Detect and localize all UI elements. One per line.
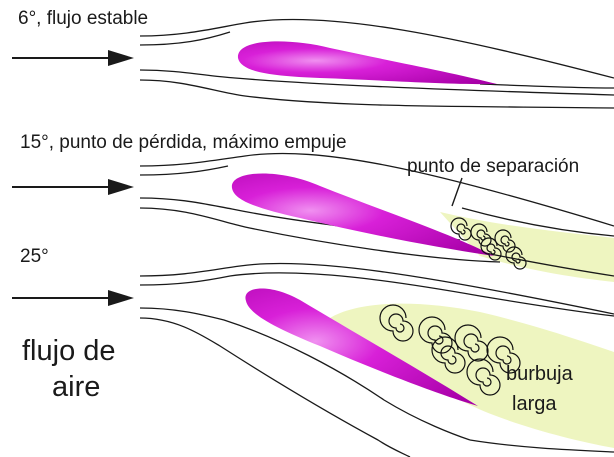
panel-6-degrees: 6°, flujo estable — [12, 8, 614, 108]
flow-label-line2: aire — [52, 371, 100, 403]
arrow-right-icon — [12, 50, 134, 66]
separation-point-label: punto de separación — [407, 156, 579, 177]
bubble-label-line1: burbuja — [506, 363, 574, 385]
arrow-right-icon — [12, 290, 134, 306]
airfoil — [232, 173, 494, 256]
panel-25-label: 25° — [20, 246, 49, 267]
airfoil — [238, 41, 497, 84]
flow-label-line1: flujo de — [22, 335, 116, 367]
panel-15-label: 15°, punto de pérdida, máximo empuje — [20, 132, 347, 153]
panel-6-label: 6°, flujo estable — [18, 8, 148, 29]
arrow-right-icon — [12, 179, 134, 195]
panel-15-degrees: 15°, punto de pérdida, máximo empuje pun… — [12, 132, 614, 282]
bubble-label-line2: larga — [512, 393, 557, 415]
